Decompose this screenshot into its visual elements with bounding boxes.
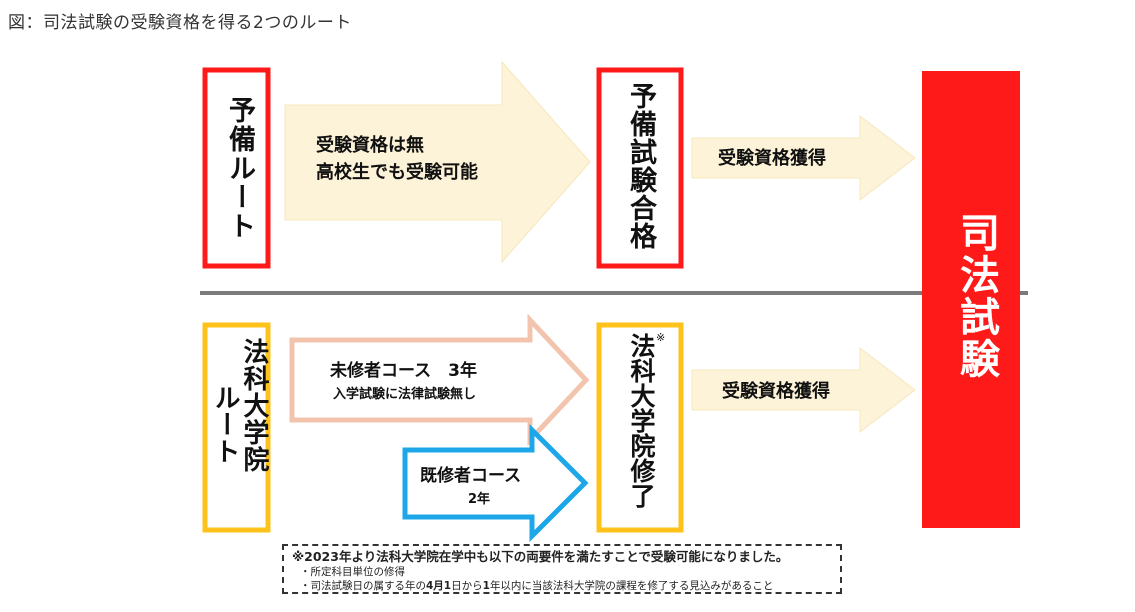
yobi-pass-box: [596, 67, 684, 269]
yobi-qualify-label: 受験資格獲得: [718, 148, 826, 169]
law-school-graduate-box: [596, 322, 684, 533]
law-school-graduate-mark: ※: [656, 331, 666, 344]
kishu-course-sub: 2年: [468, 492, 491, 507]
kishu-course-title: 既修者コース: [420, 466, 522, 486]
mishu-course-arrow: [289, 313, 590, 447]
yobi-route-label: 予備ルート: [224, 96, 255, 241]
note-line-3-date: 4月1: [426, 580, 452, 592]
kishu-course-arrow: [402, 423, 589, 543]
note-line-3-part-1: ・司法試験日の属する年の: [300, 580, 426, 592]
exam-label: 司法試験: [953, 212, 999, 380]
note-line-3-part-3: 年以内に当該法科大学院の課程を修了する見込みがあること: [489, 580, 774, 592]
law-school-qualify-arrow: [691, 346, 916, 434]
note-line-1: ※2023年より法科大学院在学中も以下の両要件を満たすことで受験可能になりました…: [292, 549, 789, 564]
note-line-2: ・所定科目単位の修得: [300, 566, 405, 578]
law-school-route-label-col1: 法科大学院: [239, 338, 269, 473]
yobi-qualify-arrow: [691, 114, 916, 202]
note-line-3-years: 1: [482, 580, 490, 592]
note-line-3-part-2: 日から: [451, 580, 483, 592]
yobi-pass-label: 予備試験合格: [625, 82, 656, 250]
law-school-route-box: [202, 322, 271, 533]
law-school-route-label-col2: ルート: [210, 384, 240, 465]
figure-caption: 図：司法試験の受験資格を得る2つのルート: [8, 13, 352, 33]
mishu-course-title: 未修者コース 3年: [330, 361, 477, 381]
note-line-3: ・司法試験日の属する年の4月1日から1年以内に当該法科大学院の課程を修了する見込…: [292, 579, 832, 593]
note-box: ※2023年より法科大学院在学中も以下の両要件を満たすことで受験可能になりました…: [282, 544, 842, 594]
exam-box: [922, 71, 1020, 528]
yobi-big-arrow: [284, 60, 591, 264]
yobi-arrow-text-1: 受験資格は無: [316, 135, 424, 156]
mishu-course-sub: 入学試験に法律試験無し: [333, 387, 477, 402]
yobi-arrow-text-2: 高校生でも受験可能: [316, 162, 478, 183]
law-school-qualify-label: 受験資格獲得: [722, 381, 830, 402]
law-school-graduate-label: 法科大学院修了: [627, 333, 656, 508]
yobi-route-box: [202, 67, 271, 269]
